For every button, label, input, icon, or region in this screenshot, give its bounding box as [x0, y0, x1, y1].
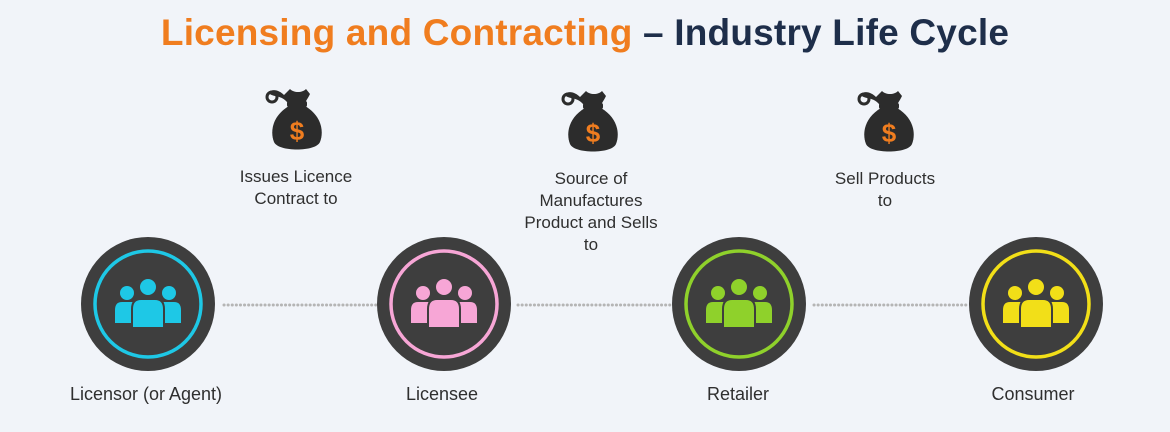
money-bag-icon: $ [852, 80, 926, 156]
step-label-sell: Sell Products to [834, 169, 936, 210]
connector-line [222, 303, 378, 307]
node-consumer [968, 236, 1104, 372]
node-retailer [671, 236, 807, 372]
money-bag-icon: $ [556, 80, 630, 156]
node-label-retailer: Retailer [706, 384, 770, 404]
svg-text:$: $ [882, 118, 897, 148]
step-label-licence: Issues Licence Contract to [239, 167, 353, 208]
node-label-licensee: Licensee [405, 384, 479, 404]
title-highlight: Licensing and Contracting [160, 12, 633, 53]
svg-text:$: $ [290, 116, 305, 146]
people-group-icon [672, 237, 806, 371]
connector-line [812, 303, 968, 307]
node-label-consumer: Consumer [991, 384, 1075, 404]
node-licensee [376, 236, 512, 372]
page-title: Licensing and Contracting – Industry Lif… [0, 12, 1170, 54]
people-group-icon [377, 237, 511, 371]
step-label-manufacture: Source of Manufactures Product and Sells… [524, 169, 658, 254]
node-label-licensor: Licensor (or Agent) [69, 384, 223, 404]
title-rest: – Industry Life Cycle [643, 12, 1010, 53]
svg-text:$: $ [586, 118, 601, 148]
people-group-icon [969, 237, 1103, 371]
money-bag-icon: $ [260, 78, 334, 154]
connector-line [516, 303, 672, 307]
node-licensor [80, 236, 216, 372]
people-group-icon [81, 237, 215, 371]
